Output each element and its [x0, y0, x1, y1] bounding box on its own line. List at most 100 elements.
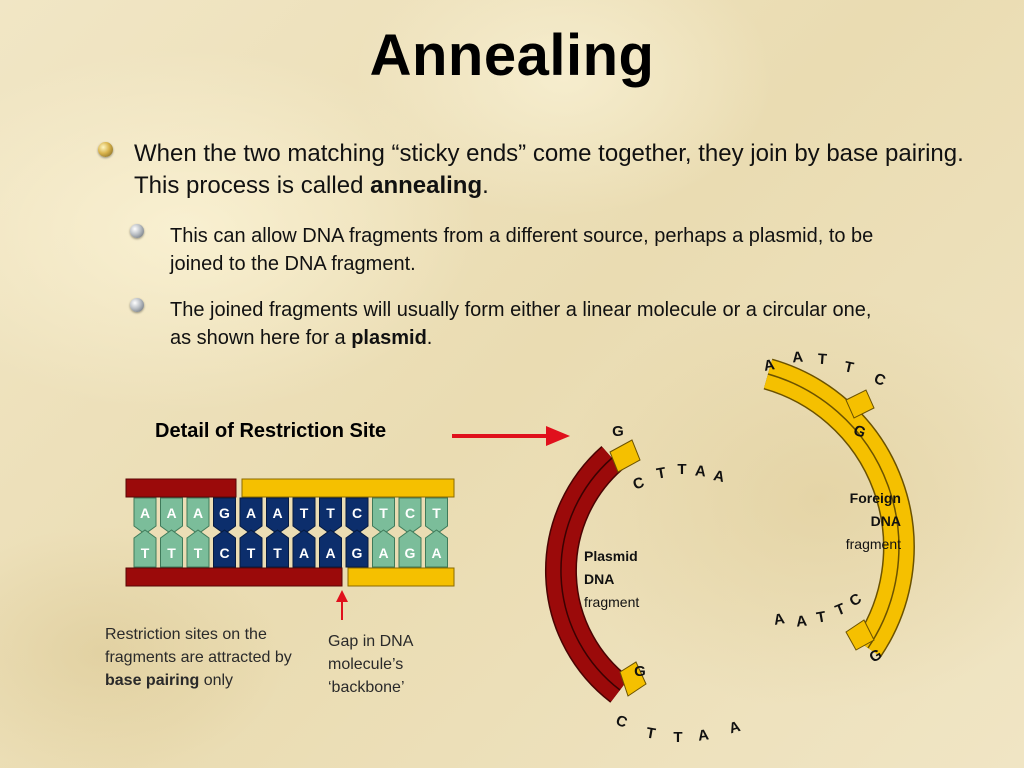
bullet-orb-icon: [98, 142, 113, 157]
top-base-letter: T: [432, 505, 441, 521]
bottom-backbone-foreign: [347, 567, 455, 587]
bullet-sphere-icon: [130, 224, 144, 238]
top-base-block: [266, 497, 289, 535]
top-base-letter: C: [352, 505, 362, 521]
bottom-base-letter: G: [352, 545, 363, 561]
seq-letter-inner: A: [712, 467, 726, 486]
bottom-base-block: [372, 529, 395, 568]
bottom-base-letter: T: [247, 545, 256, 561]
bottom-base-letter: G: [405, 545, 416, 561]
restriction-caption: Restriction sites on the fragments are a…: [105, 626, 292, 689]
bottom-base-block: [213, 529, 236, 568]
plasmid-sticky-end-top: [609, 439, 641, 473]
bottom-base-block: [239, 529, 263, 568]
seq-letter-inner: T: [655, 464, 667, 482]
bottom-base-letter: A: [431, 545, 441, 561]
bottom-base-letter: A: [299, 545, 309, 561]
bottom-base-letter: C: [219, 545, 229, 561]
top-base-block: [319, 497, 342, 535]
bottom-base-letter: T: [273, 545, 282, 561]
bottom-base-block: [398, 529, 422, 568]
bottom-base-block: [292, 529, 316, 568]
bottom-base-block: [133, 529, 157, 568]
seq-letter-top: A: [792, 349, 804, 367]
foreign-sticky-end-bottom: [845, 619, 875, 651]
seq-letter-bottom: A: [727, 718, 742, 737]
detail-heading: Detail of Restriction Site: [155, 420, 387, 442]
top-backbone-plasmid: [125, 478, 237, 498]
plasmid-sticky-end-bottom: [619, 661, 647, 697]
plasmid-label-line-1: Plasmid: [584, 548, 638, 564]
gap-arrow-head-icon: [336, 590, 348, 602]
bottom-base-letter: T: [194, 545, 203, 561]
bottom-base-letter: A: [325, 545, 335, 561]
seq-letter-right-bottom: A: [772, 610, 786, 629]
bullet-sub-2-text: The joined fragments will usually form e…: [170, 299, 872, 349]
bottom-base-block: [266, 529, 289, 568]
top-base-block: [133, 497, 157, 535]
bottom-base-letter: T: [167, 545, 176, 561]
seq-letter-right-bottom: T: [833, 600, 848, 619]
top-base-letter: T: [379, 505, 388, 521]
top-base-block: [213, 497, 236, 535]
bullet-main-text: When the two matching “sticky ends” come…: [134, 140, 964, 199]
seq-letter-top: C: [871, 370, 888, 390]
bottom-backbone-plasmid: [125, 567, 343, 587]
bullet-sub-1-text: This can allow DNA fragments from a diff…: [170, 225, 874, 275]
top-base-letter: A: [140, 505, 150, 521]
seq-letter-inner: A: [694, 463, 707, 481]
seq-letter-g-top-left: G: [612, 423, 624, 440]
top-base-block: [425, 497, 448, 535]
gap-caption: Gap in DNA molecule’s ‘backbone’: [328, 633, 413, 696]
top-base-block: [398, 497, 422, 535]
top-base-letter: A: [272, 505, 282, 521]
bottom-base-letter: A: [378, 545, 388, 561]
top-base-letter: A: [246, 505, 256, 521]
bottom-base-block: [319, 529, 342, 568]
top-base-letter: G: [219, 505, 230, 521]
bottom-base-block: [186, 529, 210, 568]
top-backbone-foreign: [241, 478, 455, 498]
bullet-sphere-icon: [130, 298, 144, 312]
top-base-letter: A: [166, 505, 176, 521]
foreign-label-line-3: fragment: [846, 536, 901, 552]
top-base-block: [186, 497, 210, 535]
bottom-base-block: [160, 529, 183, 568]
plasmid-arc-divider: [560, 457, 621, 691]
seq-letter-inner: T: [677, 461, 686, 478]
plasmid-label-line-3: fragment: [584, 594, 639, 610]
seq-letter-bottom: T: [645, 724, 657, 742]
top-base-block: [160, 497, 183, 535]
top-base-letter: T: [300, 505, 309, 521]
foreign-label-line-1: Foreign: [850, 490, 901, 506]
seq-letter-bottom: A: [697, 726, 710, 744]
foreign-arc-divider: [767, 373, 900, 649]
top-base-letter: T: [326, 505, 335, 521]
top-base-block: [239, 497, 263, 535]
top-base-block: [292, 497, 316, 535]
seq-letter-g-bottom-left: G: [634, 663, 646, 680]
bottom-base-block: [425, 529, 448, 568]
foreign-label-line-2: DNA: [871, 513, 901, 529]
seq-letter-top: T: [817, 351, 827, 369]
pointer-arrow-head-icon: [546, 426, 570, 446]
seq-letter-bottom: T: [673, 729, 682, 746]
seq-letter-g-top-right: G: [851, 422, 868, 442]
top-base-block: [372, 497, 395, 535]
seq-letter-right-bottom: A: [795, 612, 808, 630]
seq-letter-top: T: [843, 358, 856, 377]
bottom-base-block: [345, 529, 369, 568]
plasmid-label-line-2: DNA: [584, 571, 614, 587]
seq-letter-right-bottom: C: [847, 590, 865, 610]
seq-letter-bottom: C: [614, 712, 630, 732]
bottom-base-letter: T: [141, 545, 150, 561]
top-base-block: [345, 497, 369, 535]
seq-letter-right-bottom: T: [815, 608, 827, 626]
foreign-sticky-end-top: [845, 389, 875, 419]
top-base-letter: A: [193, 505, 203, 521]
seq-letter-top: A: [762, 356, 776, 375]
seq-letter-inner: C: [631, 474, 647, 494]
